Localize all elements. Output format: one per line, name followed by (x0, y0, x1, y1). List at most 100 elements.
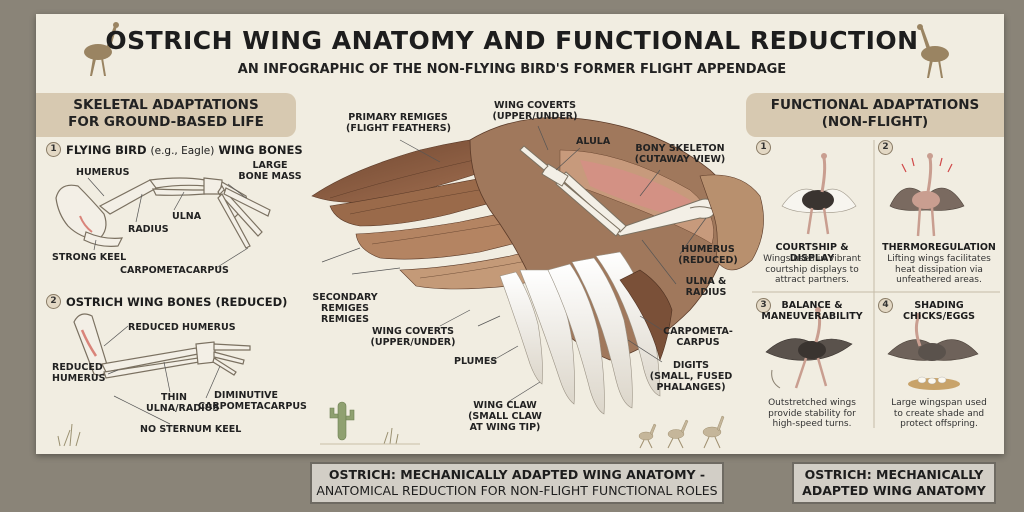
label-strong-keel: STRONG KEEL (52, 252, 127, 263)
label-line: DIMINUTIVE (214, 390, 278, 401)
step-number-2: 2 (46, 294, 61, 309)
balance-title: BALANCE & MANEUVERABILITY (752, 300, 872, 322)
label-line: RADIUS (685, 287, 727, 298)
label-line: WING COVERTS (372, 326, 454, 337)
flying-bird-title-end: WING BONES (218, 143, 303, 157)
label-line: CARPOMETACARPUS (198, 401, 307, 412)
center-leader-lines (321, 125, 707, 403)
title-line: MANEUVERABILITY (761, 311, 863, 322)
desc-line: Lifting wings facilitates (887, 254, 991, 264)
running-ostriches-icon (638, 415, 725, 449)
label-primary-remiges: PRIMARY REMIGES (FLIGHT FEATHERS) (346, 112, 451, 134)
ostrich-icon (84, 22, 119, 76)
label-line: WING COVERTS (494, 100, 576, 111)
thermoregulation-ostrich-icon (889, 153, 965, 237)
label-line: HUMERUS (681, 244, 735, 255)
label-line: ULNA & (685, 276, 727, 287)
label-thin-ulna-radius: THIN ULNA/RADIUS (146, 392, 220, 414)
label-line: CARPOMETA- (663, 326, 733, 337)
label-line: REMIGES (321, 314, 369, 325)
balance-ostrich-icon (765, 307, 853, 389)
flying-bird-skeleton (55, 177, 271, 249)
flying-bird-title: FLYING BIRD (66, 143, 147, 157)
balance-description: Outstretched wings provide stability for… (752, 398, 872, 430)
label-secondary-remiges: SECONDARY REMIGES REMIGES (308, 292, 382, 325)
label-bony-skeleton: BONY SKELETON (CUTAWAY VIEW) (632, 143, 728, 165)
heading-line-2: (NON-FLIGHT) (821, 114, 929, 130)
label-no-sternum-keel: NO STERNUM KEEL (140, 424, 242, 435)
heading-line-2: FOR GROUND-BASED LIFE (68, 114, 264, 130)
label-humerus: HUMERUS (76, 167, 130, 178)
courtship-description: Wings used in vibrant courtship displays… (752, 254, 872, 286)
label-alula: ALULA (576, 136, 611, 147)
label-line: (FLIGHT FEATHERS) (346, 123, 451, 134)
label-ulna-radius: ULNA & RADIUS (678, 276, 734, 298)
shading-ostrich-icon (887, 313, 979, 390)
skeletal-adaptations-heading: SKELETAL ADAPTATIONS FOR GROUND-BASED LI… (36, 93, 296, 137)
heading-line-1: SKELETAL ADAPTATIONS (73, 97, 259, 113)
label-line: (SMALL CLAW (468, 411, 542, 422)
courtship-title: COURTSHIP & DISPLAY (775, 242, 849, 264)
bottom-caption-right: OSTRICH: MECHANICALLY ADAPTED WING ANATO… (792, 462, 996, 504)
label-line: LARGE (252, 160, 288, 171)
label-plumes: PLUMES (454, 356, 498, 367)
label-line: WING CLAW (473, 400, 537, 411)
desc-line: heat dissipation via (895, 264, 983, 275)
label-line: AT WING TIP) (469, 422, 541, 433)
heading-line-1: FUNCTIONAL ADAPTATIONS (770, 97, 980, 113)
bottom-caption-left: OSTRICH: MECHANICALLY ADAPTED WING ANATO… (310, 462, 724, 504)
desc-line: attract partners. (774, 275, 850, 285)
label-ulna: ULNA (172, 211, 202, 222)
label-large-bone-mass: LARGE BONE MASS (238, 160, 302, 182)
page-subtitle: AN INFOGRAPHIC OF THE NON-FLYING BIRD'S … (237, 62, 787, 77)
title-line: BALANCE & (781, 300, 843, 311)
shading-description: Large wingspan used to create shade and … (874, 398, 1004, 430)
left-leader-lines (87, 177, 249, 425)
adaptation-number-1: 1 (756, 140, 771, 155)
label-radius: RADIUS (128, 224, 169, 235)
label-line: PHALANGES) (656, 382, 726, 393)
page-title: OSTRICH WING ANATOMY AND FUNCTIONAL REDU… (105, 26, 919, 55)
desc-line: Outstretched wings (768, 398, 856, 408)
label-line: (REDUCED) (678, 255, 738, 266)
adaptation-number-4: 4 (878, 298, 893, 313)
desc-line: Wings used in vibrant (763, 254, 861, 264)
grass-icon (57, 423, 420, 447)
caption-line-1: OSTRICH: MECHANICALLY ADAPTED WING ANATO… (328, 467, 706, 482)
label-line: SECONDARY (312, 292, 378, 303)
label-wing-coverts-low: WING COVERTS (UPPER/UNDER) (368, 326, 458, 348)
label-carpometacarpus-center: CARPOMETA- CARPUS (660, 326, 736, 348)
label-line: PRIMARY REMIGES (348, 112, 448, 123)
desc-line: courtship displays to (765, 264, 859, 275)
label-line: CARPUS (676, 337, 720, 348)
cactus-icon (329, 401, 355, 441)
label-humerus-reduced: HUMERUS (REDUCED) (678, 244, 738, 266)
label-line: REDUCED (52, 362, 103, 373)
label-reduced-humerus: REDUCED HUMERUS (52, 362, 105, 384)
adaptation-number-3: 3 (756, 298, 771, 313)
caption-line-1: OSTRICH: MECHANICALLY (804, 467, 984, 482)
label-line: REMIGES (321, 303, 369, 314)
label-digits: DIGITS (SMALL, FUSED PHALANGES) (646, 360, 736, 393)
desc-line: protect offspring. (900, 419, 978, 429)
wing-illustration (311, 117, 764, 415)
desc-line: to create shade and (893, 408, 985, 419)
label-line: HUMERUS (52, 373, 106, 384)
caption-line-2: ANATOMICAL REDUCTION FOR NON-FLIGHT FUNC… (316, 483, 718, 498)
title-line: CHICKS/EGGS (902, 311, 976, 322)
ostrich-icon (917, 24, 949, 78)
label-line: ULNA/RADIUS (146, 403, 220, 414)
thermoregulation-description: Lifting wings facilitates heat dissipati… (874, 254, 1004, 286)
desc-line: unfeathered areas. (896, 275, 982, 285)
step-number-1: 1 (46, 142, 61, 157)
label-diminutive-carpometacarpus: DIMINUTIVE CARPOMETACARPUS (198, 390, 307, 412)
label-line: (SMALL, FUSED (649, 371, 733, 382)
desc-line: Large wingspan used (891, 398, 987, 408)
ostrich-skeleton (73, 313, 251, 379)
label-carpometacarpus: CARPOMETACARPUS (120, 265, 229, 276)
shading-title: SHADING CHICKS/EGGS (874, 300, 1004, 322)
title-line: SHADING (914, 300, 964, 311)
label-line: BONE MASS (238, 171, 302, 182)
